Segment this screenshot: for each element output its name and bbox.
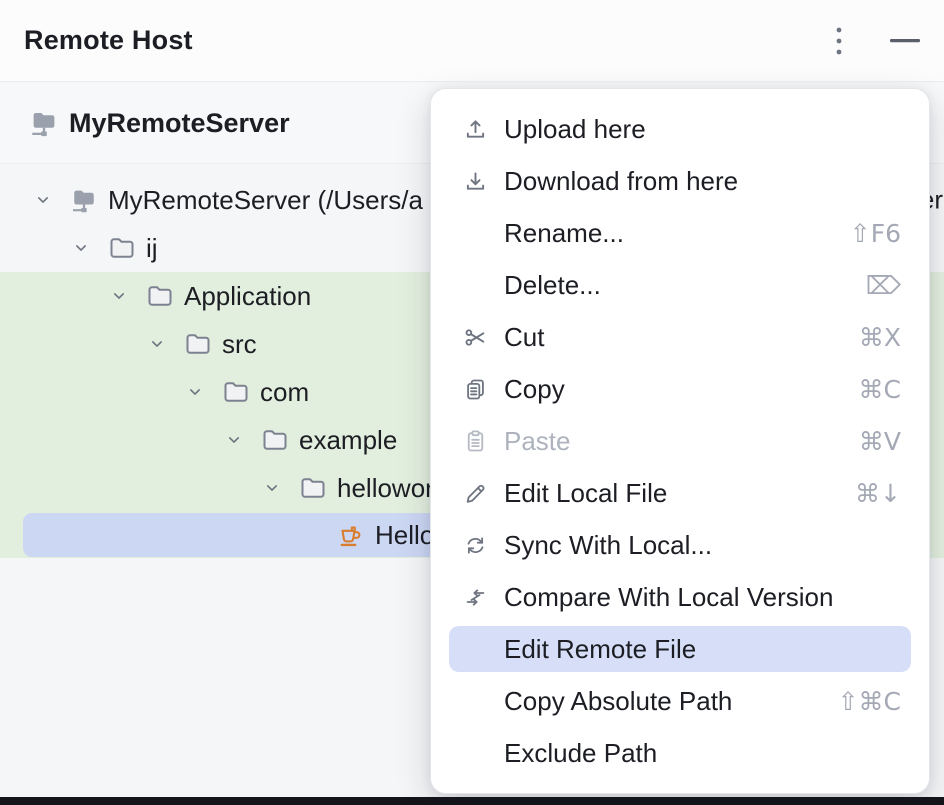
menu-item-label: Copy Absolute Path [504, 685, 733, 716]
tree-indent [0, 248, 71, 249]
chevron-down-icon[interactable] [224, 430, 244, 450]
menu-item-sync-with-local[interactable]: Sync With Local... [431, 519, 929, 571]
menu-item-shortcut: ⌦ [865, 270, 901, 300]
menu-item-edit-local-file[interactable]: Edit Local File ⌘↓ [431, 467, 929, 519]
folder-icon [221, 377, 251, 407]
tree-row-label: MyRemoteServer (/Users/a [108, 184, 423, 215]
chevron-down-icon[interactable] [185, 382, 205, 402]
menu-item-icon-slot [462, 220, 489, 247]
chevron-down-icon[interactable] [109, 286, 129, 306]
menu-item-rename[interactable]: Rename... ⇧F6 [431, 207, 929, 259]
folder-icon [298, 473, 328, 503]
menu-item-label: Sync With Local... [504, 529, 713, 560]
menu-item-label: Download from here [504, 165, 739, 196]
menu-item-shortcut: ⌘V [858, 426, 901, 456]
paste-icon [462, 428, 489, 455]
tree-row-label: hellowor [337, 472, 434, 503]
menu-item-label: Rename... [504, 217, 624, 248]
upload-icon [462, 116, 489, 143]
chevron-down-icon[interactable] [147, 334, 167, 354]
menu-item-paste[interactable]: Paste ⌘V [431, 415, 929, 467]
menu-item-copy[interactable]: Copy ⌘C [431, 363, 929, 415]
menu-item-delete[interactable]: Delete... ⌦ [431, 259, 929, 311]
tree-row-label: ij [146, 232, 158, 263]
menu-item-upload-here[interactable]: Upload here [431, 103, 929, 155]
tree-indent [0, 200, 33, 201]
remote-server-icon [28, 107, 60, 139]
menu-item-cut[interactable]: Cut ⌘X [431, 311, 929, 363]
tree-row-label: src [222, 328, 257, 359]
page-title: Remote Host [24, 25, 193, 55]
menu-item-label: Edit Remote File [504, 633, 697, 664]
menu-item-edit-remote-file[interactable]: Edit Remote File [431, 623, 929, 675]
menu-item-label: Cut [504, 321, 545, 352]
menu-item-label: Paste [504, 425, 571, 456]
server-name: MyRemoteServer [69, 107, 290, 138]
remote-server-icon [69, 185, 99, 215]
folder-icon [107, 233, 137, 263]
menu-item-shortcut: ⌘C [858, 374, 901, 404]
menu-item-download-from-here[interactable]: Download from here [431, 155, 929, 207]
menu-item-shortcut: ⌘↓ [855, 478, 901, 508]
menu-item-shortcut: ⌘X [858, 322, 901, 352]
menu-item-label: Exclude Path [504, 737, 658, 768]
folder-icon [260, 425, 290, 455]
folder-icon [145, 281, 175, 311]
menu-item-compare-with-local-version[interactable]: Compare With Local Version [431, 571, 929, 623]
tree-indent [0, 296, 109, 297]
tree-indent [0, 488, 262, 489]
kebab-menu-icon[interactable] [824, 26, 854, 56]
menu-item-shortcut: ⇧⌘C [837, 686, 901, 716]
compare-icon [462, 584, 489, 611]
menu-item-label: Copy [504, 373, 565, 404]
menu-item-icon-slot [462, 636, 489, 663]
tree-indent [0, 440, 224, 441]
titlebar-actions [824, 26, 920, 56]
menu-item-label: Edit Local File [504, 477, 668, 508]
tree-row-label: Hello [375, 519, 435, 550]
tree-indent [0, 344, 147, 345]
menu-item-label: Upload here [504, 113, 646, 144]
menu-item-icon-slot [462, 688, 489, 715]
menu-item-icon-slot [462, 740, 489, 767]
menu-item-icon-slot [462, 272, 489, 299]
scissors-icon [462, 324, 489, 351]
tree-row-label: Application [184, 280, 312, 311]
copy-icon [462, 376, 489, 403]
folder-icon [183, 329, 213, 359]
tree-row-ij[interactable]: ij [0, 224, 944, 272]
menu-item-copy-absolute-path[interactable]: Copy Absolute Path ⇧⌘C [431, 675, 929, 727]
tool-window-titlebar: Remote Host [0, 0, 944, 82]
menu-item-label: Compare With Local Version [504, 581, 834, 612]
chevron-down-icon[interactable] [33, 190, 53, 210]
java-class-icon [336, 520, 366, 550]
tree-indent [0, 535, 300, 536]
download-icon [462, 168, 489, 195]
pencil-icon [462, 480, 489, 507]
chevron-down-icon[interactable] [262, 478, 282, 498]
sync-icon [462, 532, 489, 559]
bottom-panel-edge [0, 797, 944, 805]
menu-item-label: Delete... [504, 269, 601, 300]
menu-item-shortcut: ⇧F6 [849, 218, 901, 248]
tree-row-label: example [299, 424, 398, 455]
minimize-icon[interactable] [890, 26, 920, 56]
menu-item-exclude-path[interactable]: Exclude Path [431, 727, 929, 779]
tree-indent [0, 392, 185, 393]
tree-row-label: com [260, 376, 310, 407]
chevron-down-icon[interactable] [71, 238, 91, 258]
